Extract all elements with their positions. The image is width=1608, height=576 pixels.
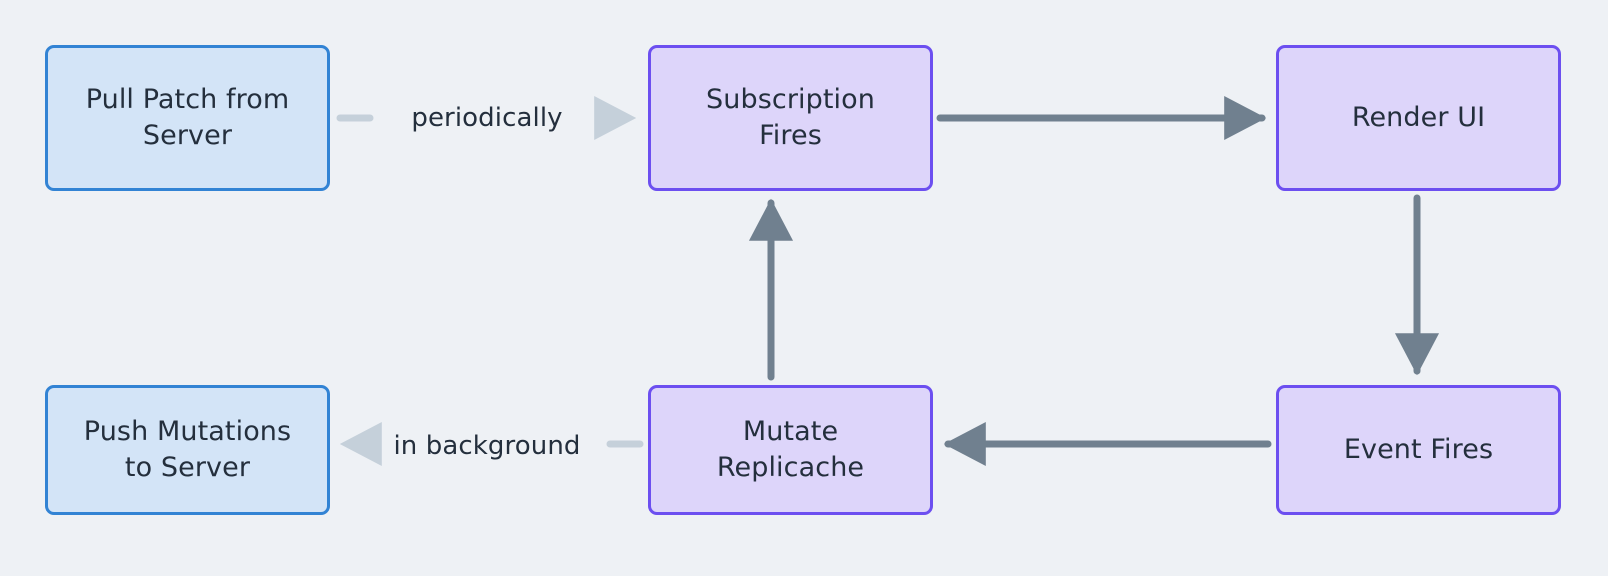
- node-event-fires[interactable]: Event Fires: [1276, 385, 1561, 515]
- node-render-ui[interactable]: Render UI: [1276, 45, 1561, 191]
- node-subscription-fires[interactable]: Subscription Fires: [648, 45, 933, 191]
- node-label: Push Mutations to Server: [83, 416, 292, 483]
- edge-label-in-background: in background: [386, 429, 588, 463]
- node-push-mutations-to-server[interactable]: Push Mutations to Server: [45, 385, 330, 515]
- node-label: Pull Patch from Server: [85, 84, 290, 151]
- edge-label-periodically: periodically: [404, 101, 570, 135]
- node-mutate-replicache[interactable]: Mutate Replicache: [648, 385, 933, 515]
- node-label: Event Fires: [1343, 434, 1494, 466]
- node-label: Render UI: [1351, 102, 1486, 134]
- node-pull-patch-from-server[interactable]: Pull Patch from Server: [45, 45, 330, 191]
- node-label: Subscription Fires: [706, 84, 875, 151]
- node-label: Mutate Replicache: [716, 416, 865, 483]
